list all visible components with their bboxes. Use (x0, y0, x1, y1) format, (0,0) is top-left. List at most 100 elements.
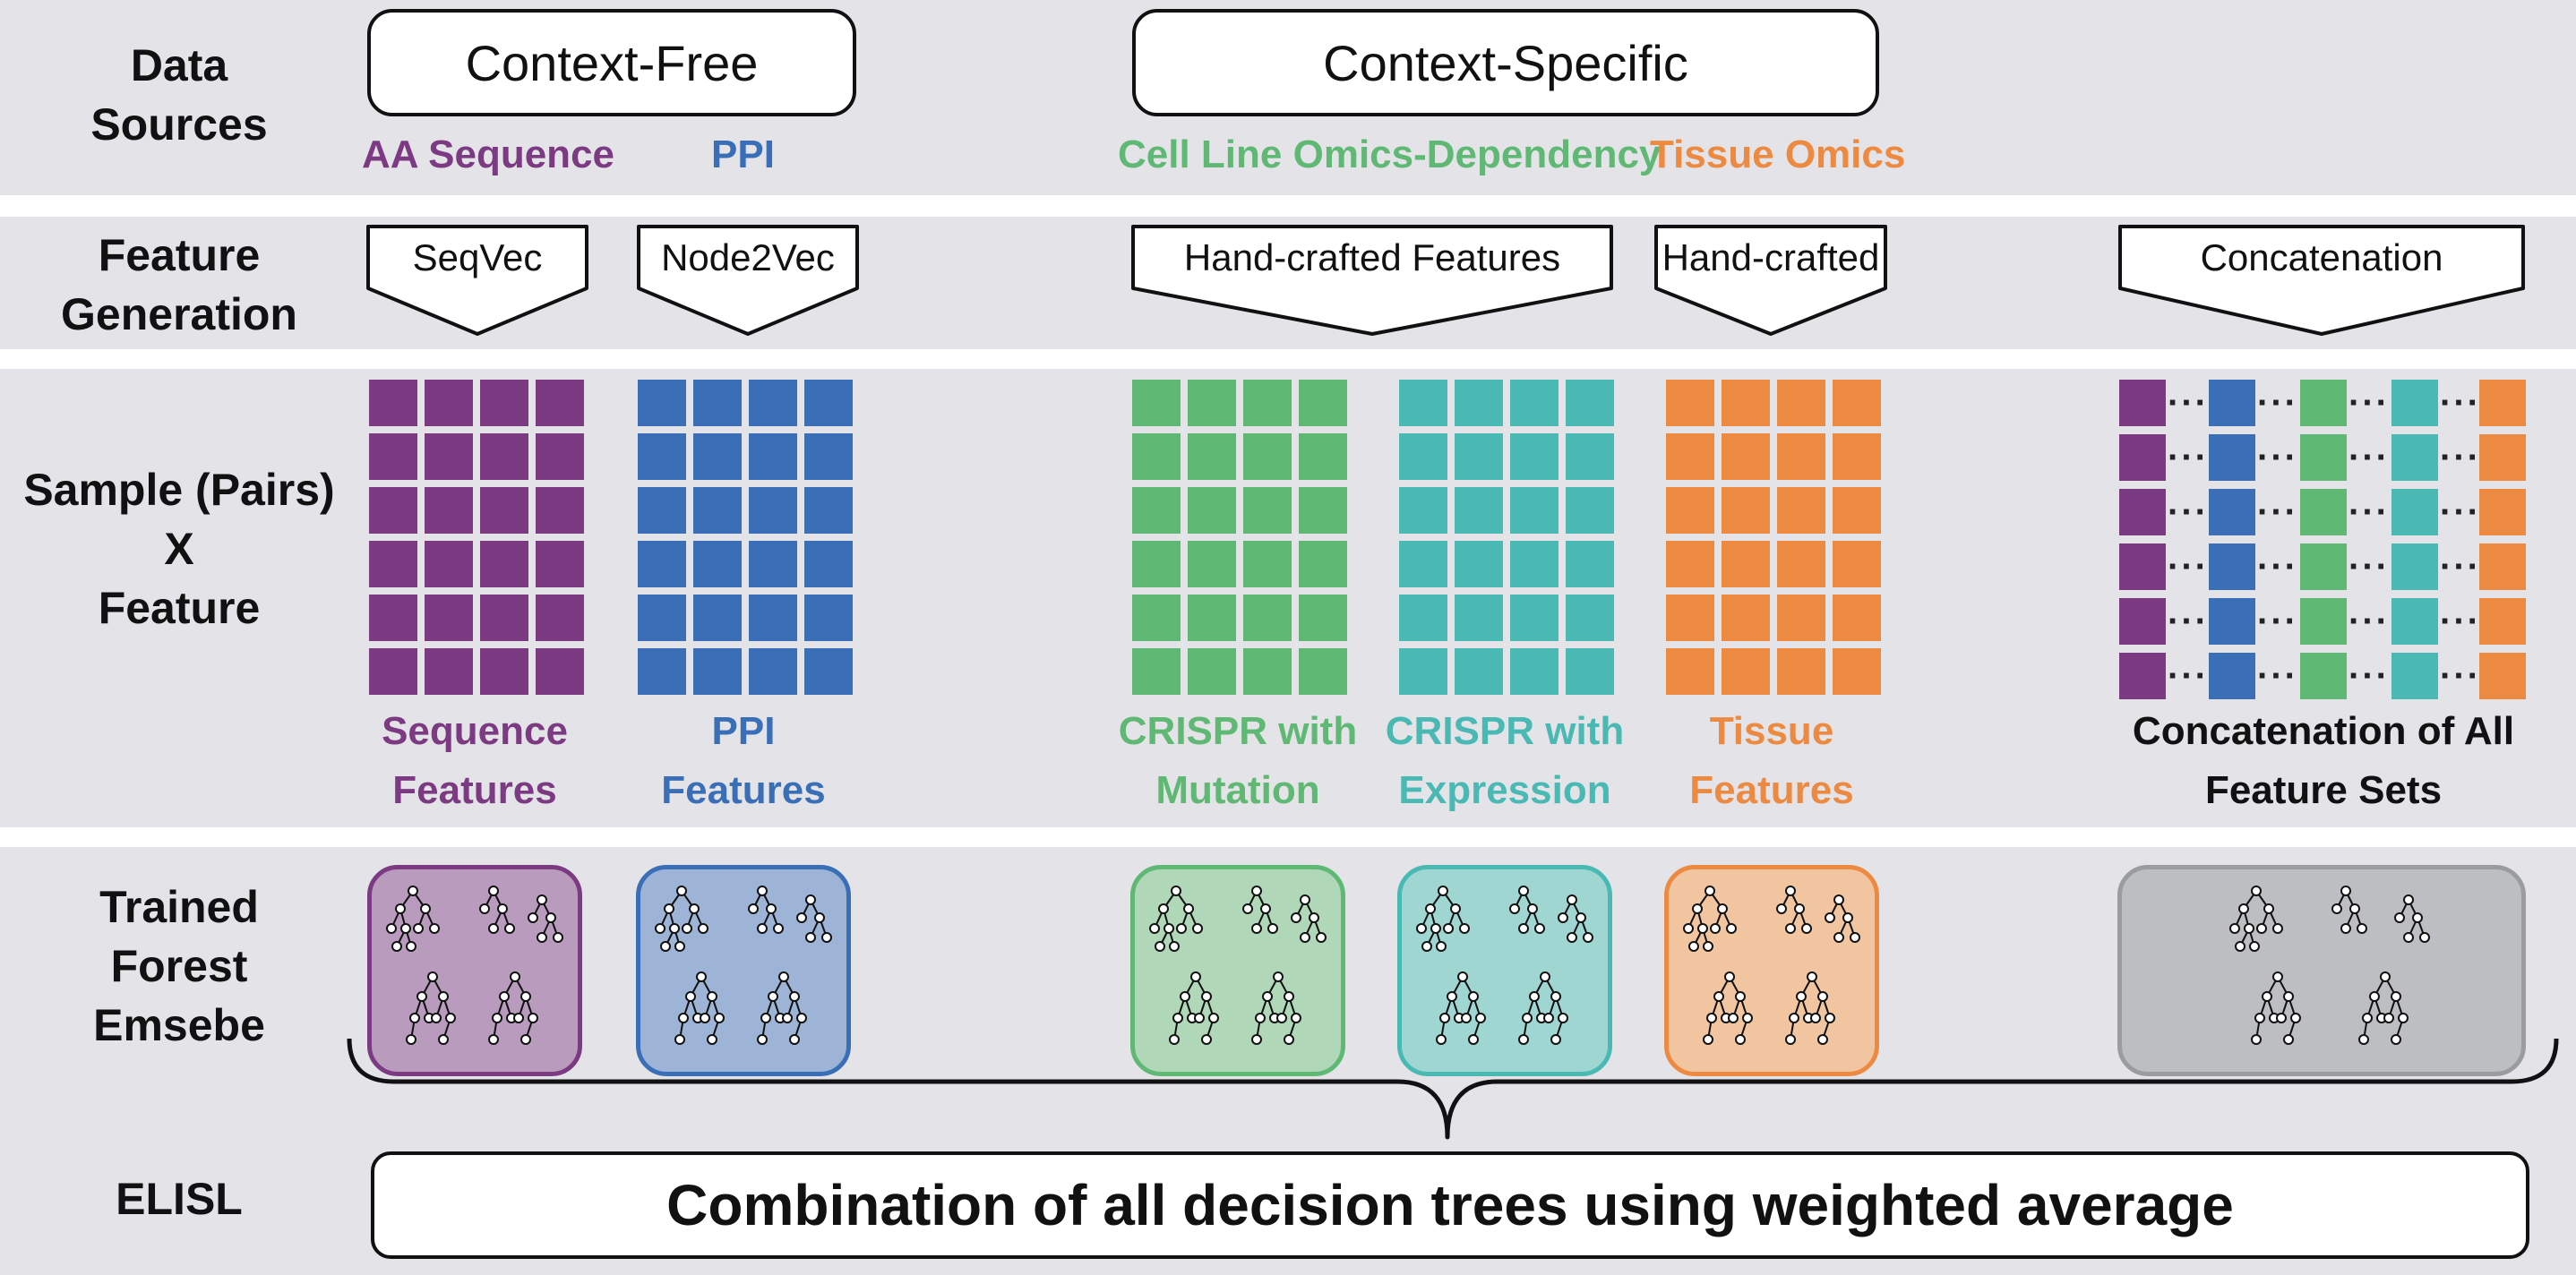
row-label-sample-feature: Sample (Pairs) X Feature (0, 460, 358, 638)
feature-cell (425, 595, 473, 641)
chevron-handcrafted-features-label: Hand-crafted Features (1183, 236, 1561, 278)
feature-cell (1722, 487, 1770, 534)
concat-cell (2391, 598, 2438, 645)
concat-cell (2391, 489, 2438, 535)
decision-trees (1416, 886, 1593, 1045)
concat-cell (2119, 543, 2166, 590)
feature-cell (480, 648, 528, 695)
feature-label-line: Sequence (382, 709, 568, 753)
concat-cell (2119, 653, 2166, 699)
feature-cell (1722, 433, 1770, 480)
feature-label-sequence: Sequence Features (331, 702, 618, 820)
feature-cell (638, 380, 686, 426)
concat-dots: ··· (2168, 383, 2209, 423)
feature-label-tissue: Tissue Features (1628, 702, 1915, 820)
feature-cell (1299, 541, 1347, 587)
feature-cell (369, 433, 417, 480)
feature-cell (1833, 380, 1881, 426)
concat-dots: ··· (2168, 438, 2209, 477)
feature-cell (1566, 595, 1614, 641)
concat-dots: ··· (2168, 492, 2209, 532)
concat-dots: ··· (2348, 656, 2390, 696)
concatenation-matrix: ········································… (2119, 380, 2528, 702)
feature-cell (749, 433, 797, 480)
concat-cell (2391, 434, 2438, 481)
elisl-text: Combination of all decision trees using … (666, 1173, 2234, 1237)
feature-cell (369, 541, 417, 587)
row-label-line: Sources (90, 99, 268, 150)
feature-cell (1510, 380, 1558, 426)
feature-cell (1399, 380, 1447, 426)
feature-label-line: Feature Sets (2204, 768, 2443, 812)
feature-cell (1777, 433, 1825, 480)
feature-cell (1455, 433, 1503, 480)
feature-cell (1510, 541, 1558, 587)
feature-cell (1777, 595, 1825, 641)
feature-cell (369, 595, 417, 641)
feature-cell (1722, 648, 1770, 695)
feature-cell (804, 648, 853, 695)
decision-trees (655, 886, 832, 1045)
row-label-line: Feature (98, 583, 261, 633)
feature-cell (1566, 433, 1614, 480)
chevron-node2vec-label: Node2Vec (661, 236, 835, 278)
feature-cell (1132, 487, 1181, 534)
feature-cell (804, 595, 853, 641)
chevron-node2vec (637, 225, 859, 336)
feature-cell (804, 380, 853, 426)
feature-cell (693, 648, 742, 695)
feature-cell (804, 487, 853, 534)
feature-cell (1833, 595, 1881, 641)
feature-label-line: Features (1689, 768, 1854, 812)
decision-trees (1683, 886, 1860, 1045)
feature-cell (1510, 595, 1558, 641)
feature-cell (480, 380, 528, 426)
feature-label-crispr-expression: CRISPR with Expression (1361, 702, 1648, 820)
concat-cell (2209, 598, 2255, 645)
concat-cell (2300, 434, 2347, 481)
row-label-line: X (164, 524, 194, 574)
feature-cell (480, 433, 528, 480)
concat-cell (2479, 434, 2526, 481)
feature-cell (536, 433, 584, 480)
feature-cell (1188, 380, 1236, 426)
concat-cell (2479, 653, 2526, 699)
feature-cell (1455, 487, 1503, 534)
feature-cell (1132, 541, 1181, 587)
concat-dots: ··· (2440, 438, 2481, 477)
concat-dots: ··· (2348, 492, 2390, 532)
feature-cell (1777, 541, 1825, 587)
feature-cell (1243, 433, 1292, 480)
feature-cell (749, 487, 797, 534)
feature-cell (480, 541, 528, 587)
feature-label-line: Concatenation of All (2132, 709, 2515, 753)
chevron-concatenation (2118, 225, 2525, 336)
feature-cell (1777, 648, 1825, 695)
feature-cell (804, 433, 853, 480)
feature-cell (1132, 433, 1181, 480)
sequence-feature-matrix (369, 380, 584, 695)
feature-label-line: CRISPR with (1385, 709, 1625, 753)
concat-dots: ··· (2348, 438, 2390, 477)
concat-cell (2479, 598, 2526, 645)
concat-dots: ··· (2257, 656, 2298, 696)
concat-cell (2119, 380, 2166, 426)
concat-cell (2391, 543, 2438, 590)
feature-cell (749, 648, 797, 695)
feature-cell (425, 380, 473, 426)
feature-cell (1299, 433, 1347, 480)
feature-cell (693, 433, 742, 480)
feature-cell (1666, 433, 1714, 480)
feature-cell (1777, 487, 1825, 534)
concat-dots: ··· (2257, 547, 2298, 586)
feature-cell (693, 487, 742, 534)
concat-dots: ··· (2348, 383, 2390, 423)
feature-cell (1833, 487, 1881, 534)
forest-ppi (636, 865, 851, 1076)
row-label-elisl: ELISL (36, 1169, 322, 1228)
chevron-concatenation-label: Concatenation (2200, 236, 2443, 278)
feature-cell (369, 380, 417, 426)
feature-cell (1188, 648, 1236, 695)
decision-trees (386, 886, 563, 1045)
feature-cell (369, 487, 417, 534)
